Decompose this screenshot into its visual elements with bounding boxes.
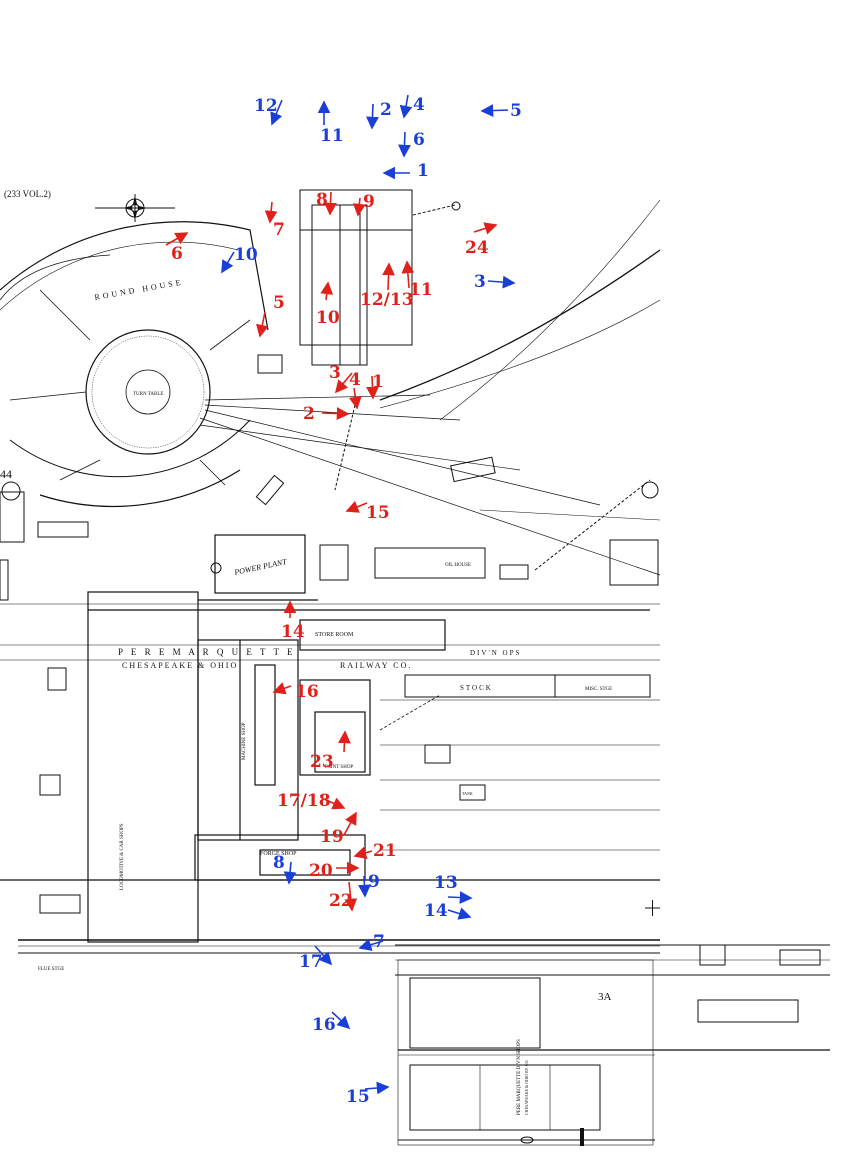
blue-marker-9[interactable]: 9 bbox=[368, 872, 380, 892]
svg-text:CHESAPEAKE & OHIO RY. CO.: CHESAPEAKE & OHIO RY. CO. bbox=[524, 1060, 529, 1116]
red-arrows bbox=[165, 191, 498, 912]
red-marker-17-18[interactable]: 17/18 bbox=[277, 791, 331, 811]
red-marker-labels: 1 2 3 4 5 6 7 8 9 10 11 12/13 14 15 16 1… bbox=[171, 190, 489, 911]
red-marker-21[interactable]: 21 bbox=[373, 841, 397, 861]
upper-shed-building bbox=[299, 189, 413, 366]
svg-text:STOCK: STOCK bbox=[460, 684, 493, 692]
roundhouse-label: ROUND HOUSE bbox=[94, 277, 184, 302]
blue-marker-6[interactable]: 6 bbox=[413, 130, 425, 150]
lower-subsheet: 3A PERE MARQUETTE DIV'N SHOPS CHESAPEAKE… bbox=[397, 959, 830, 1146]
blue-marker-4[interactable]: 4 bbox=[413, 95, 425, 115]
svg-text:OIL HOUSE: OIL HOUSE bbox=[445, 563, 471, 568]
sheet-label: (233 VOL.2) bbox=[4, 189, 51, 199]
pere-marquette-label: P E R E M A R Q U E T T E bbox=[118, 647, 296, 657]
blue-marker-7[interactable]: 7 bbox=[373, 932, 385, 952]
blue-arrows bbox=[221, 94, 516, 1095]
svg-text:MISC. STGE: MISC. STGE bbox=[585, 687, 612, 692]
svg-text:DIV'N OPS: DIV'N OPS bbox=[470, 649, 521, 657]
roundhouse: TURN TABLE ROUND HOUSE bbox=[0, 221, 661, 576]
red-marker-9[interactable]: 9 bbox=[363, 192, 375, 212]
chesapeake-ohio-label: CHESAPEAKE & OHIO bbox=[122, 661, 238, 670]
red-marker-11[interactable]: 11 bbox=[409, 280, 433, 300]
svg-text:PAINT SHOP: PAINT SHOP bbox=[325, 765, 353, 770]
blue-marker-16[interactable]: 16 bbox=[312, 1015, 336, 1035]
blue-marker-14[interactable]: 14 bbox=[424, 901, 448, 921]
svg-text:FLUE STGE: FLUE STGE bbox=[38, 967, 64, 972]
red-marker-15[interactable]: 15 bbox=[366, 503, 390, 523]
blue-marker-5[interactable]: 5 bbox=[510, 101, 522, 121]
red-marker-22[interactable]: 22 bbox=[329, 891, 353, 911]
red-marker-3[interactable]: 3 bbox=[329, 363, 341, 383]
blue-marker-17[interactable]: 17 bbox=[299, 952, 323, 972]
blue-marker-10[interactable]: 10 bbox=[234, 245, 258, 265]
red-marker-6[interactable]: 6 bbox=[171, 244, 183, 264]
red-marker-19[interactable]: 19 bbox=[320, 827, 344, 847]
svg-text:PERE MARQUETTE DIV'N SHOPS: PERE MARQUETTE DIV'N SHOPS bbox=[517, 1039, 522, 1115]
svg-text:STORE ROOM: STORE ROOM bbox=[315, 632, 354, 638]
red-marker-14[interactable]: 14 bbox=[281, 622, 305, 642]
main-shop-building bbox=[0, 591, 660, 943]
red-marker-8[interactable]: 8 bbox=[316, 190, 328, 210]
red-marker-16[interactable]: 16 bbox=[295, 682, 319, 702]
blue-marker-3[interactable]: 3 bbox=[474, 272, 486, 292]
svg-text:3A: 3A bbox=[598, 991, 612, 1003]
blue-marker-11[interactable]: 11 bbox=[320, 126, 344, 146]
svg-text:LOCOMOTIVE & CAR SHOPS: LOCOMOTIVE & CAR SHOPS bbox=[120, 823, 125, 890]
svg-text:TURN TABLE: TURN TABLE bbox=[133, 392, 163, 397]
svg-text:FORGE SHOP: FORGE SHOP bbox=[260, 851, 297, 857]
blue-marker-15[interactable]: 15 bbox=[346, 1087, 370, 1107]
blue-marker-2[interactable]: 2 bbox=[380, 100, 392, 120]
red-marker-12-13[interactable]: 12/13 bbox=[360, 290, 414, 310]
red-marker-1[interactable]: 1 bbox=[372, 372, 384, 392]
svg-text:TANK: TANK bbox=[462, 791, 473, 796]
red-marker-5[interactable]: 5 bbox=[273, 293, 285, 313]
red-marker-23[interactable]: 23 bbox=[310, 752, 334, 772]
railway-co-label: RAILWAY CO. bbox=[340, 661, 412, 670]
red-marker-24[interactable]: 24 bbox=[465, 238, 489, 258]
small-buildings-mid bbox=[319, 456, 659, 586]
sheet-number: 44 bbox=[0, 467, 12, 481]
red-marker-20[interactable]: 20 bbox=[309, 861, 333, 881]
blue-marker-13[interactable]: 13 bbox=[434, 873, 458, 893]
svg-text:MACHINE SHOP: MACHINE SHOP bbox=[242, 722, 247, 760]
power-plant: POWER PLANT bbox=[210, 534, 306, 594]
red-marker-2[interactable]: 2 bbox=[303, 404, 315, 424]
blue-marker-12[interactable]: 12 bbox=[254, 96, 278, 116]
blue-marker-8[interactable]: 8 bbox=[273, 853, 285, 873]
blue-marker-labels: 1 2 3 4 5 6 7 8 9 10 11 12 13 14 15 16 1… bbox=[234, 95, 522, 1107]
red-marker-7[interactable]: 7 bbox=[273, 220, 285, 240]
blue-marker-1[interactable]: 1 bbox=[417, 161, 429, 181]
red-marker-10[interactable]: 10 bbox=[316, 308, 340, 328]
red-marker-4[interactable]: 4 bbox=[349, 370, 361, 390]
compass-rose-icon bbox=[95, 194, 175, 222]
svg-text:POWER PLANT: POWER PLANT bbox=[233, 557, 288, 577]
